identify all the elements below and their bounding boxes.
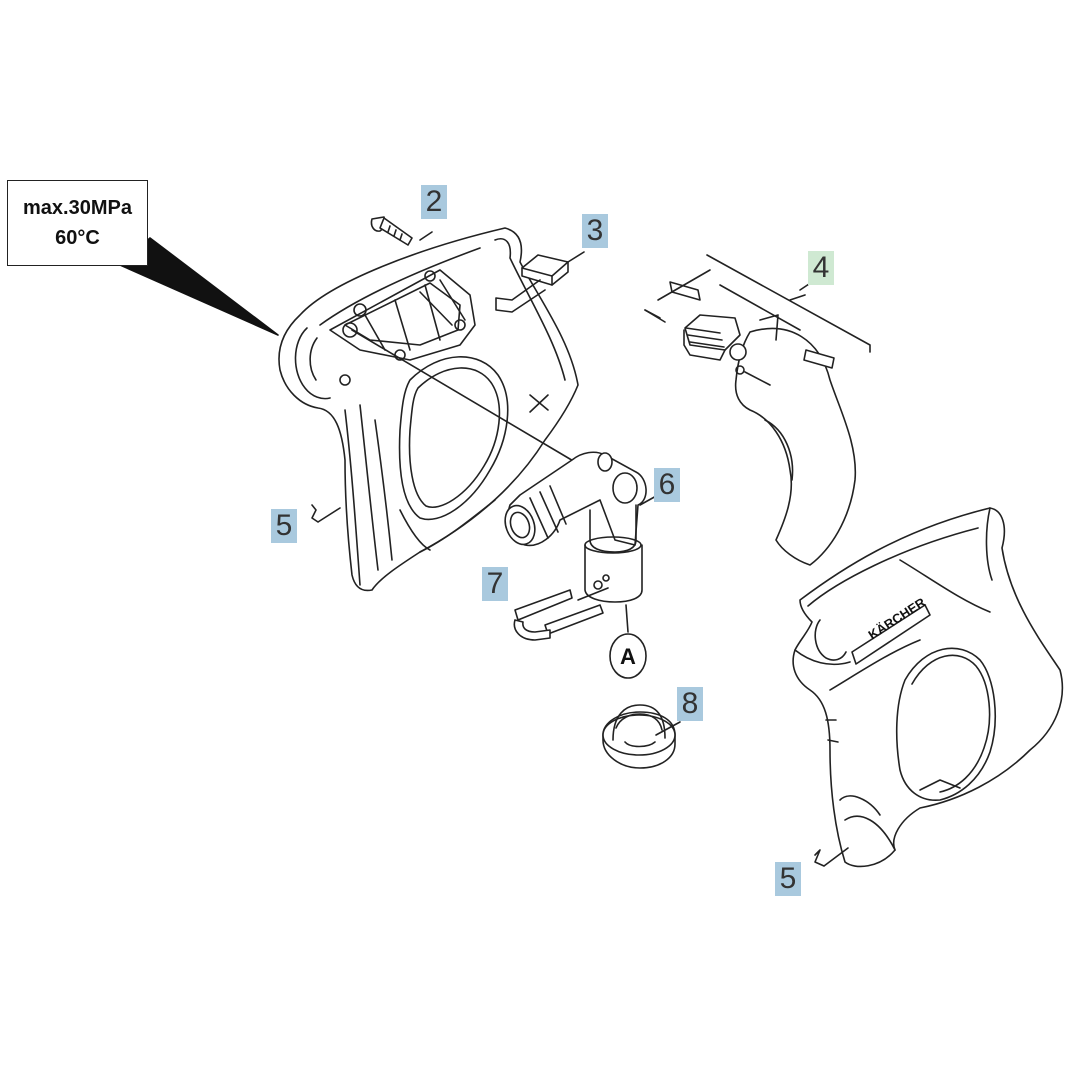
nut-part bbox=[602, 704, 676, 769]
slide-button-part bbox=[495, 254, 569, 313]
reference-label-a: A bbox=[620, 644, 636, 669]
trigger-part bbox=[644, 254, 871, 566]
pressure-temperature-spec-box: max.30MPa 60°C bbox=[7, 180, 148, 266]
left-housing-half bbox=[278, 227, 579, 592]
callout-8[interactable]: 8 bbox=[677, 687, 703, 721]
leader-7 bbox=[577, 587, 609, 601]
leader-8 bbox=[655, 721, 681, 736]
callout-6[interactable]: 6 bbox=[654, 468, 680, 502]
leader-line-shell-to-fitting bbox=[351, 329, 576, 463]
reference-circle-a bbox=[609, 633, 647, 679]
callout-4[interactable]: 4 bbox=[808, 251, 834, 285]
callout-2[interactable]: 2 bbox=[421, 185, 447, 219]
max-temperature-label: 60°C bbox=[55, 227, 100, 249]
max-pressure-label: max.30MPa bbox=[23, 197, 132, 219]
pin-clip-part bbox=[513, 589, 604, 641]
screw-part bbox=[370, 216, 413, 246]
leader-3 bbox=[567, 251, 585, 263]
leader-2 bbox=[419, 231, 433, 241]
callout-5-left[interactable]: 5 bbox=[271, 509, 297, 543]
callout-3[interactable]: 3 bbox=[582, 214, 608, 248]
callout-5-right[interactable]: 5 bbox=[775, 862, 801, 896]
bracket-5-left bbox=[311, 504, 341, 523]
fitting-part bbox=[504, 451, 647, 603]
right-housing-half bbox=[792, 507, 1064, 868]
bracket-5-right bbox=[814, 847, 849, 867]
leader-a bbox=[625, 604, 629, 633]
callout-7[interactable]: 7 bbox=[482, 567, 508, 601]
